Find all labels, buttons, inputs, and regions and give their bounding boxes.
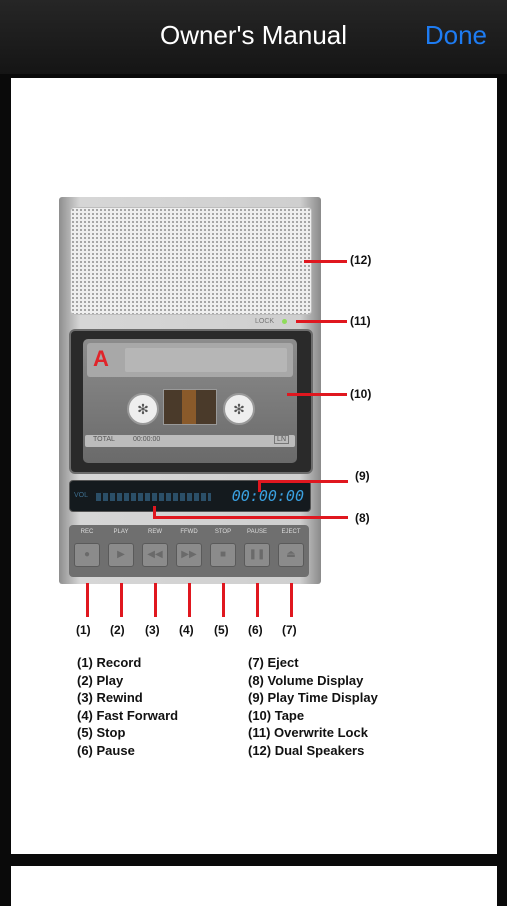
lock-indicator (282, 319, 287, 324)
eject-label: EJECT (281, 529, 301, 535)
legend-item: (9) Play Time Display (248, 690, 378, 705)
pause-label: PAUSE (247, 529, 267, 535)
callout-2: (2) (110, 623, 125, 637)
callout-7: (7) (282, 623, 297, 637)
callout-line-8-v (153, 506, 156, 518)
callout-line-4 (188, 583, 191, 617)
legend-item: (12) Dual Speakers (248, 742, 365, 758)
rewind-icon: ◀◀ (142, 543, 168, 567)
callout-6: (6) (248, 623, 263, 637)
callout-12: (12) (350, 253, 372, 267)
done-button[interactable]: Done (424, 20, 487, 50)
callout-5: (5) (214, 623, 229, 637)
time-display: 00:00:00 (231, 487, 304, 505)
legend-item: (8) Volume Display (248, 672, 364, 688)
label-strip (125, 348, 287, 372)
right-reel-icon: ✻ (223, 393, 255, 425)
eject-control: EJECT ⏏ (274, 525, 308, 577)
legend-item: (3) Rewind (77, 690, 143, 705)
callout-line-9 (258, 480, 348, 483)
rec-label: REC (80, 529, 94, 535)
callout-line-5 (222, 583, 225, 617)
callout-line-1 (86, 583, 89, 617)
fast-forward-icon: ▶▶ (176, 543, 202, 567)
side-label: A (93, 346, 109, 371)
callout-10: (10) (350, 387, 372, 401)
pause-control: PAUSE ❚❚ (240, 525, 274, 577)
callout-line-2 (120, 583, 123, 617)
manual-page: LOCK A ✻ ✻ TOTAL 00:00:00 LN VOL (11, 78, 497, 854)
speaker-grille (70, 207, 312, 315)
tape-mode: LN (274, 435, 289, 444)
play-icon: ▶ (108, 543, 134, 567)
callout-line-8 (153, 516, 348, 519)
pause-icon: ❚❚ (244, 543, 270, 567)
legend-item: (6) Pause (77, 742, 135, 758)
legend-item: (7) Eject (248, 655, 299, 670)
legend-left: (1) Record (2) Play (3) Rewind (4) Fast … (77, 654, 178, 759)
left-reel-icon: ✻ (127, 393, 159, 425)
cassette: A ✻ ✻ TOTAL 00:00:00 LN (83, 339, 297, 463)
counter-strip: TOTAL 00:00:00 LN (85, 435, 295, 447)
callout-line-11 (296, 320, 347, 323)
ffwd-control: FFWD ▶▶ (172, 525, 206, 577)
play-label: PLAY (113, 529, 129, 535)
callout-8: (8) (355, 511, 370, 525)
legend-item: (5) Stop (77, 725, 126, 740)
lock-label: LOCK (255, 318, 275, 325)
vol-label: VOL (74, 492, 89, 499)
display-panel: VOL 00:00:00 (69, 480, 311, 512)
callout-9: (9) (355, 469, 370, 483)
callout-1: (1) (76, 623, 91, 637)
callout-line-12 (304, 260, 347, 263)
legend-right: (7) Eject (8) Volume Display (9) Play Ti… (248, 654, 378, 759)
callout-line-3 (154, 583, 157, 617)
callout-4: (4) (179, 623, 194, 637)
page-title: Owner's Manual (159, 20, 348, 50)
next-page (11, 866, 497, 906)
control-buttons: REC ● PLAY ▶ REW ◀◀ FFWD ▶▶ STOP ■ PAUSE… (69, 525, 309, 577)
legend-item: (11) Overwrite Lock (248, 725, 368, 740)
cassette-label: A (87, 343, 293, 377)
callout-3: (3) (145, 623, 160, 637)
stop-icon: ■ (210, 543, 236, 567)
legend-item: (2) Play (77, 672, 124, 688)
eject-icon: ⏏ (278, 543, 304, 567)
callout-line-6 (256, 583, 259, 617)
nav-bar: Owner's Manual Done (0, 0, 507, 74)
counter-total-label: TOTAL (93, 436, 115, 443)
rec-control: REC ● (70, 525, 104, 577)
ffwd-label: FFWD (180, 529, 198, 535)
counter-value: 00:00:00 (133, 436, 161, 443)
record-icon: ● (74, 543, 100, 567)
callout-11: (11) (350, 314, 371, 328)
stop-control: STOP ■ (206, 525, 240, 577)
rew-label: REW (148, 529, 162, 535)
tape-window (163, 389, 217, 425)
rew-control: REW ◀◀ (138, 525, 172, 577)
legend-item: (10) Tape (248, 707, 305, 723)
callout-line-10 (287, 393, 347, 396)
recorder-illustration: LOCK A ✻ ✻ TOTAL 00:00:00 LN VOL (59, 197, 321, 584)
play-control: PLAY ▶ (104, 525, 138, 577)
legend-item: (4) Fast Forward (77, 707, 179, 723)
callout-line-9-v (258, 480, 261, 492)
tape-compartment: A ✻ ✻ TOTAL 00:00:00 LN (69, 329, 313, 474)
callout-line-7 (290, 583, 293, 617)
stop-label: STOP (214, 529, 232, 535)
volume-bars (96, 493, 211, 501)
legend-item: (1) Record (77, 655, 142, 670)
